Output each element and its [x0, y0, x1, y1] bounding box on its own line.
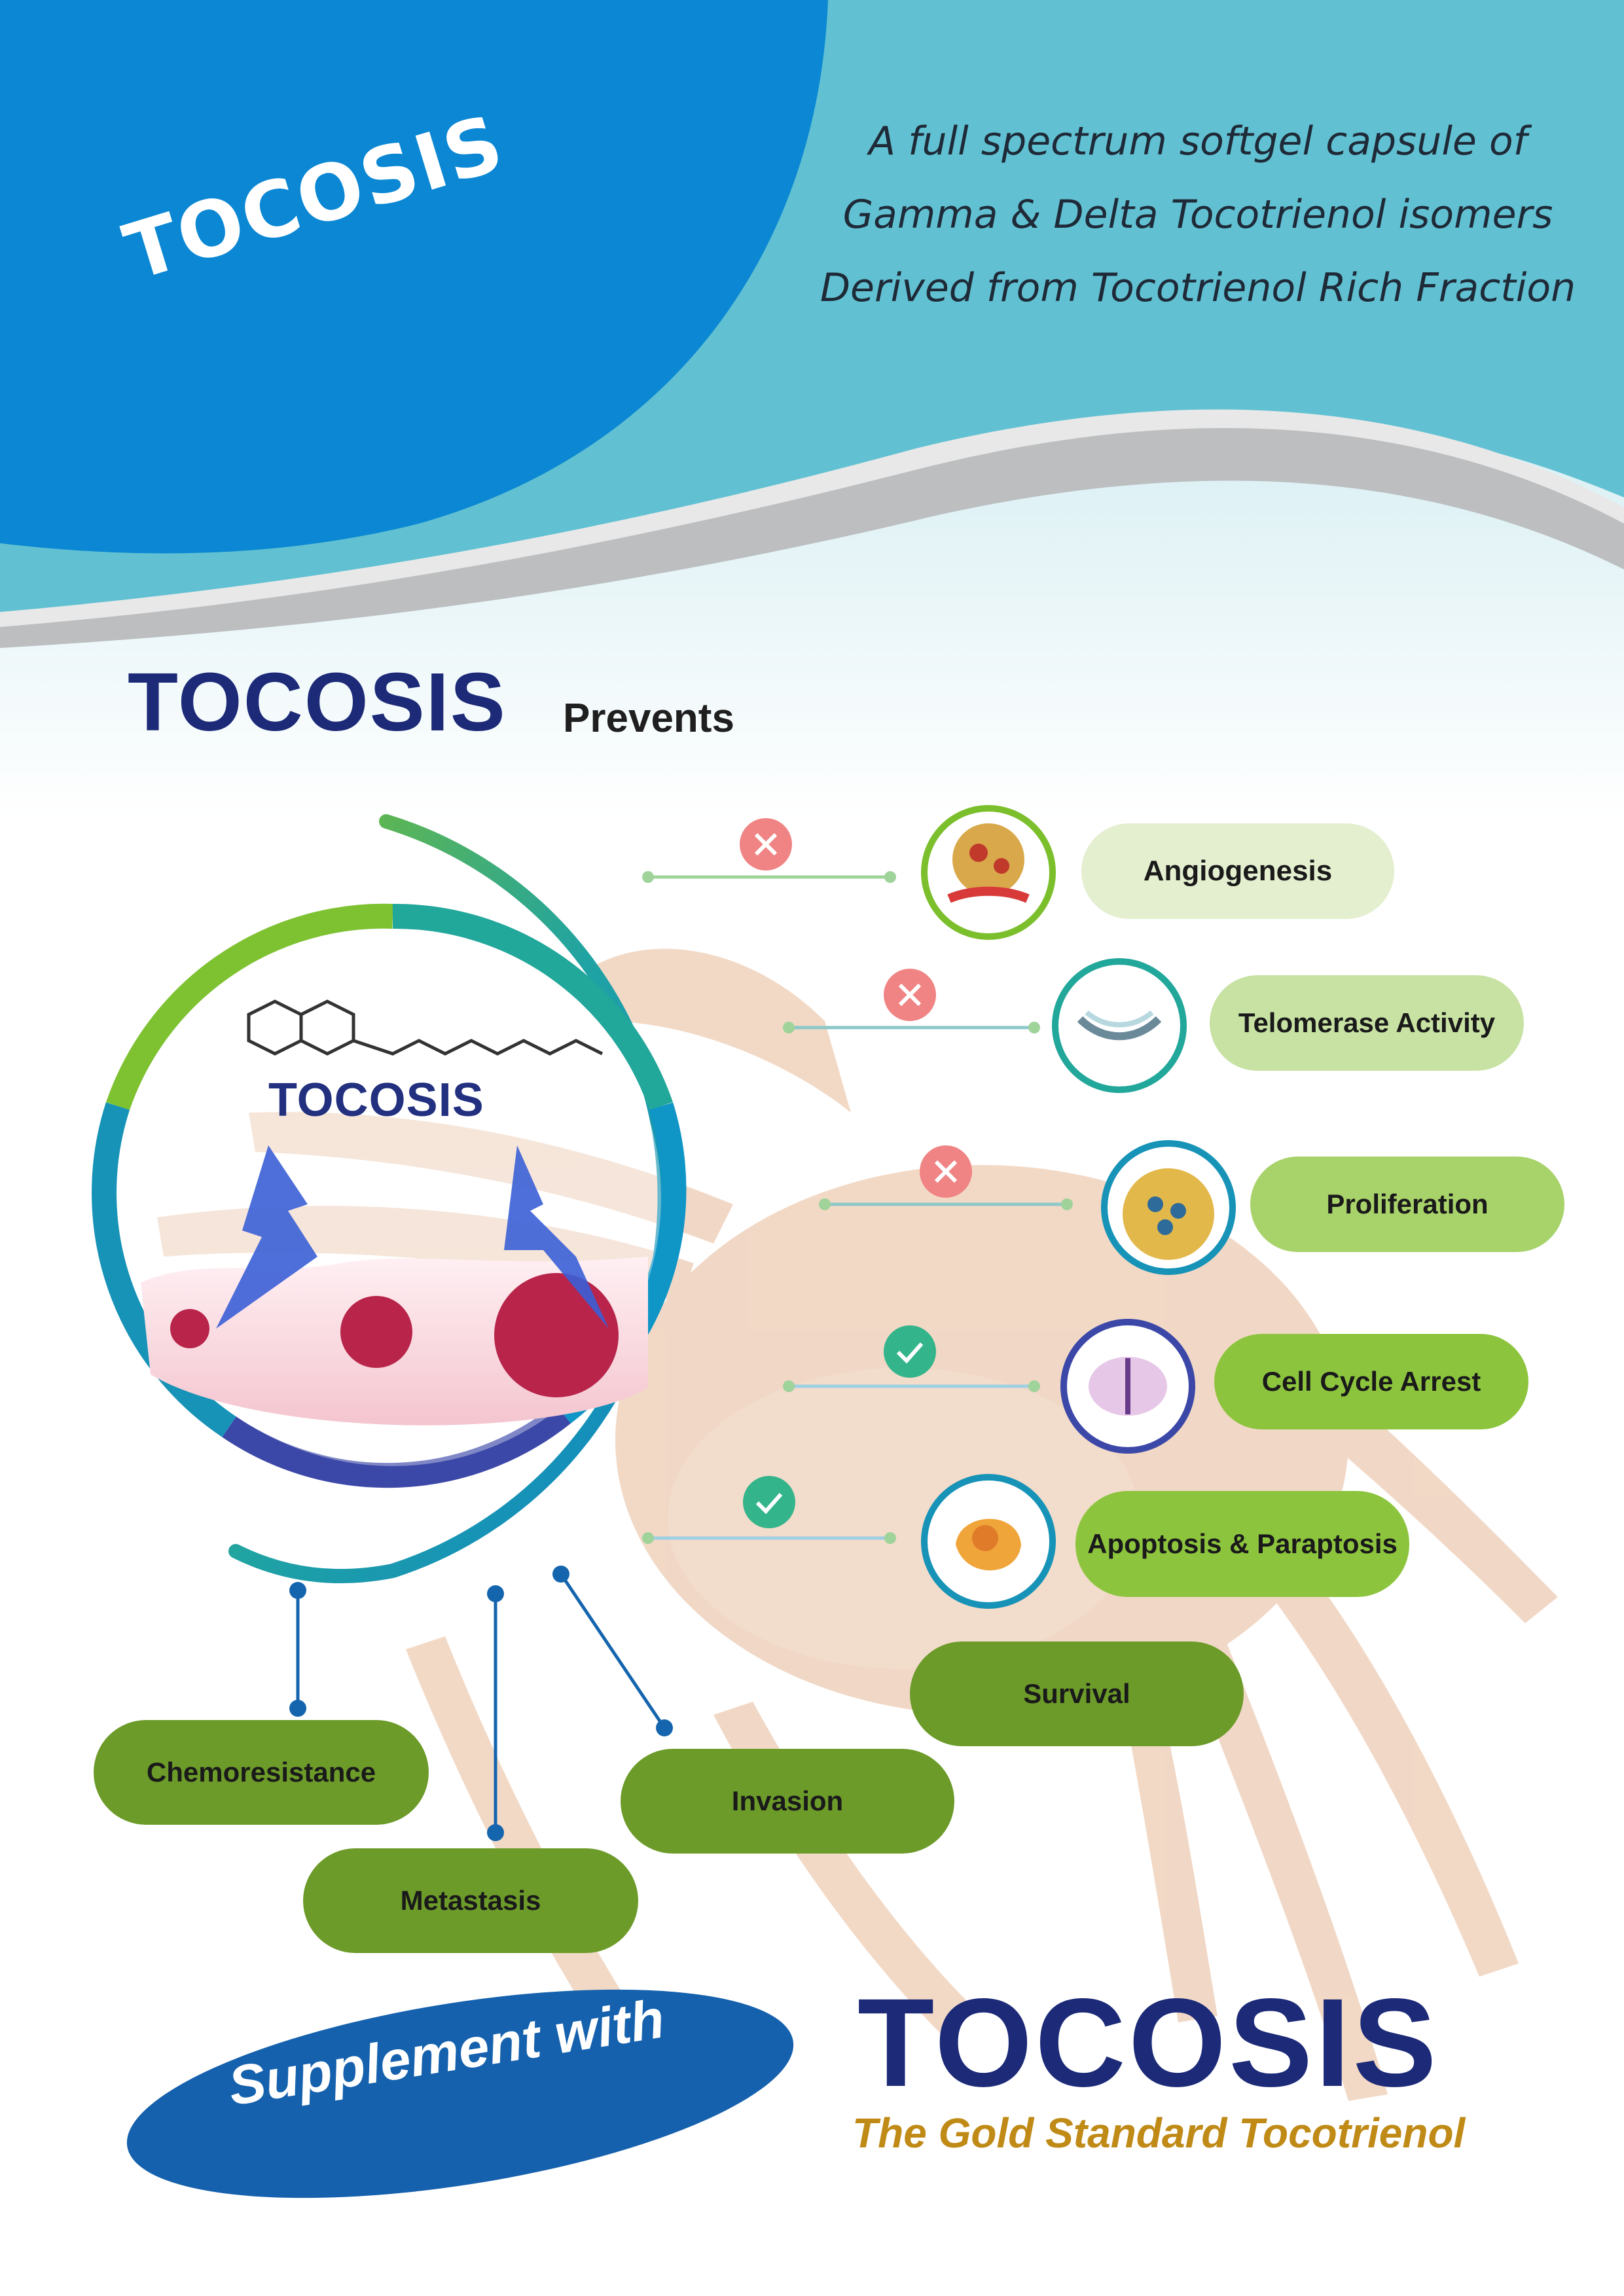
telomerase-cell-icon — [1052, 958, 1187, 1093]
cross-icon — [920, 1145, 972, 1198]
lower-connectors — [296, 1573, 666, 1833]
check-icon — [884, 1325, 936, 1378]
pill-survival: Survival — [910, 1641, 1244, 1746]
connector-lines — [648, 875, 1067, 1540]
apoptosis-cell-icon — [921, 1474, 1056, 1609]
pill-chemoresistance: Chemoresistance — [94, 1720, 429, 1825]
section-title: TOCOSIS — [128, 656, 507, 748]
angiogenesis-cell-icon — [921, 805, 1056, 940]
section-subtitle: Prevents — [563, 696, 734, 741]
pill-angiogenesis: Angiogenesis — [1081, 823, 1394, 919]
pill-telomerase-activity: Telomerase Activity — [1210, 975, 1524, 1071]
cell-cycle-icon — [1060, 1319, 1195, 1454]
pill-cell-cycle-arrest: Cell Cycle Arrest — [1214, 1334, 1528, 1429]
tagline-line-3: Derived from Tocotrienol Rich Fraction — [820, 265, 1576, 311]
pill-invasion: Invasion — [621, 1749, 954, 1854]
pill-metastasis: Metastasis — [303, 1848, 638, 1953]
cross-icon — [740, 818, 792, 870]
tagline-line-1: A full spectrum softgel capsule of — [869, 118, 1527, 164]
cross-icon — [884, 969, 936, 1021]
molecule-structure — [247, 999, 604, 1056]
proliferation-cell-icon — [1101, 1140, 1236, 1275]
check-icon — [743, 1476, 795, 1528]
diagram-center-label: TOCOSIS — [268, 1074, 484, 1126]
footer-tagline: The Gold Standard Tocotrienol — [852, 2109, 1466, 2157]
footer-brand: TOCOSIS — [857, 1972, 1439, 2113]
pill-proliferation: Proliferation — [1250, 1157, 1564, 1252]
connector-dots — [642, 871, 1073, 1544]
tagline-line-2: Gamma & Delta Tocotrienol isomers — [842, 192, 1553, 238]
pill-apoptosis-paraptosis: Apoptosis & Paraptosis — [1075, 1491, 1409, 1597]
